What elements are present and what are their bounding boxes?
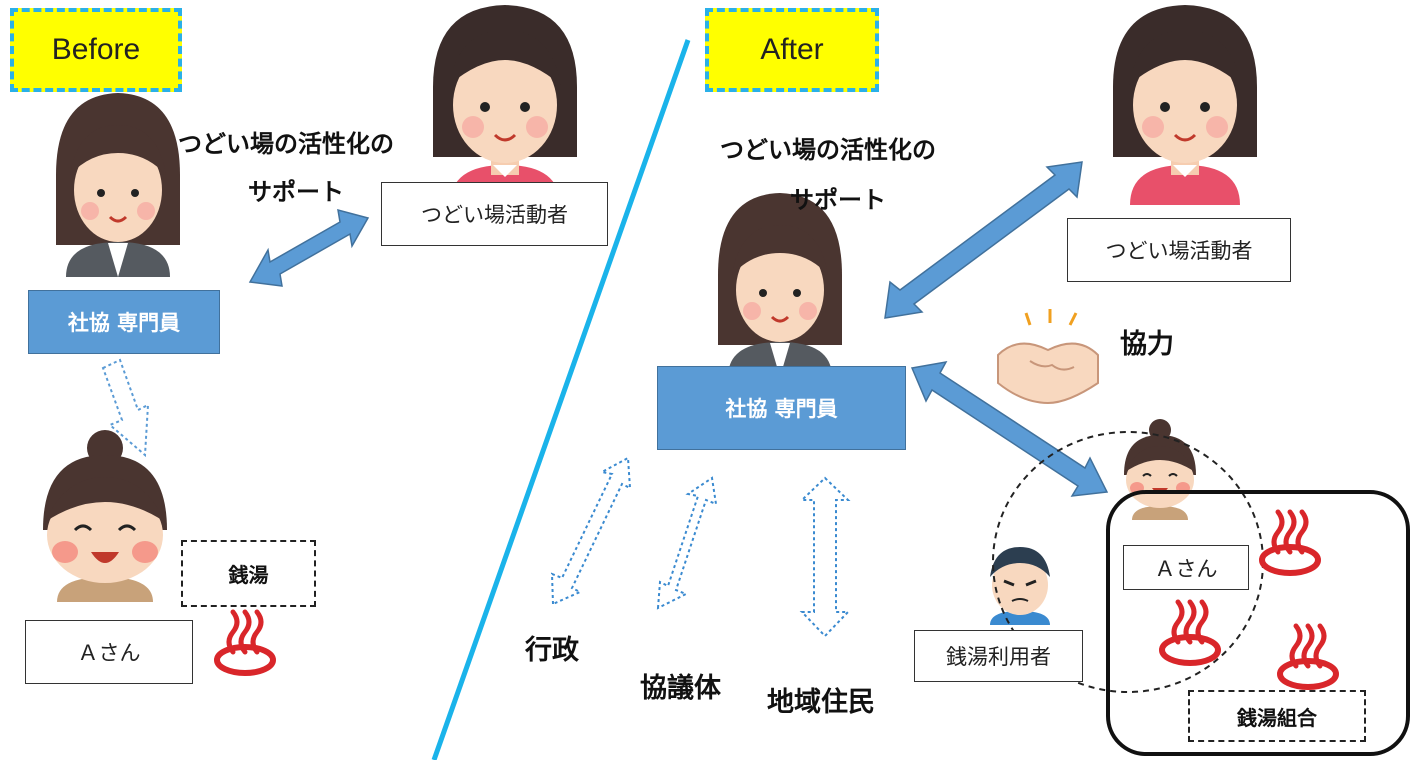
before-double-arrow	[248, 208, 370, 287]
after-activist-label: つどい場活動者	[1067, 218, 1291, 282]
before-tag: Before	[10, 8, 182, 92]
after-person-a-label: Ａさん	[1123, 545, 1249, 590]
onsen-icon	[1280, 626, 1336, 687]
onsen-icon	[1262, 512, 1318, 573]
bath-union-label: 銭湯組合	[1188, 690, 1366, 742]
before-sento-label: 銭湯	[181, 540, 316, 607]
residents-dotted-arrow	[799, 476, 851, 638]
staff-woman-icon	[56, 93, 180, 277]
after-support-line2: サポート	[790, 186, 886, 214]
gov-dotted-arrow	[550, 456, 632, 606]
council-dotted-arrow	[656, 476, 718, 610]
residents-label: 地域住民	[767, 687, 875, 718]
sento-frame	[1106, 490, 1410, 756]
after-tag: After	[705, 8, 879, 92]
woman-icon	[1113, 5, 1257, 205]
staff-woman-icon	[718, 193, 842, 377]
before-support-line1: つどい場の活性化の	[178, 130, 394, 158]
handshake-icon	[997, 309, 1099, 405]
man-icon	[990, 547, 1050, 625]
activist-staff-double-arrow	[884, 161, 1083, 319]
gov-label: 行政	[525, 635, 579, 666]
onsen-icon	[1162, 602, 1218, 663]
after-support-line1: つどい場の活性化の	[720, 136, 936, 164]
before-support-line2: サポート	[248, 178, 344, 206]
council-label: 協議体	[640, 673, 721, 704]
before-person-a-label: Ａさん	[25, 620, 193, 684]
happy-woman-icon	[43, 430, 167, 602]
onsen-icon	[217, 612, 273, 673]
cooperation-label: 協力	[1120, 329, 1174, 360]
woman-icon	[433, 5, 577, 205]
after-staff-label: 社協 専門員	[657, 366, 906, 450]
before-staff-label: 社協 専門員	[28, 290, 220, 354]
bath-user-label: 銭湯利用者	[914, 630, 1083, 682]
before-activist-label: つどい場活動者	[381, 182, 608, 246]
divider-line	[431, 39, 691, 760]
staff-persona-double-arrow	[910, 360, 1109, 497]
before-dotted-arrow	[101, 358, 150, 458]
happy-woman-icon	[1124, 419, 1196, 520]
